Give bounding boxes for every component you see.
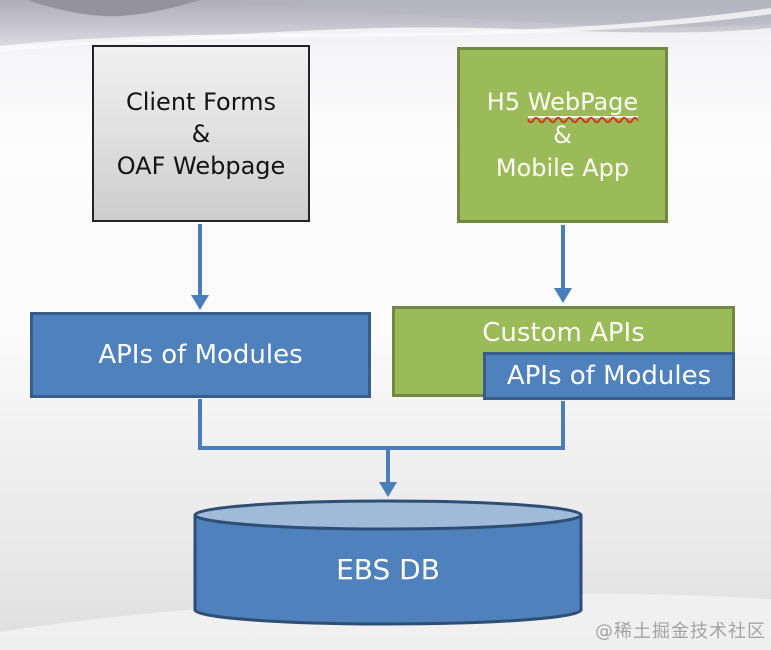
arrow-to-db-head [379,482,397,497]
apis-of-modules-right-label: APIs of Modules [506,361,712,391]
ebs-db-label: EBS DB [336,553,440,586]
top-swoosh-decoration [0,0,771,52]
h5-label-prefix: H5 [486,87,528,116]
arrow-client-to-apis-line [198,224,202,297]
client-forms-line3: OAF Webpage [116,151,286,180]
arrow-client-to-apis-head [191,295,209,310]
webpage-spellcheck-squiggle: WebPage [527,87,639,116]
h5-mobile-line3: Mobile App [495,153,630,182]
apis-of-modules-left-label: APIs of Modules [98,340,303,370]
apis-of-modules-right-box: APIs of Modules [483,352,735,400]
h5-mobile-box: H5 WebPage & Mobile App [457,47,668,223]
connector-horizontal-bar [198,446,565,450]
h5-mobile-line1: H5 WebPage [486,86,639,119]
connector-right-leg [561,401,565,449]
custom-apis-label: Custom APIs [482,318,645,348]
arrow-to-db-line [386,446,390,484]
arrow-h5-to-custom-head [554,288,572,303]
client-forms-line1: Client Forms [125,87,277,116]
webpage-underlined-word: WebPage [527,87,639,118]
ebs-db-cylinder [193,499,583,626]
apis-of-modules-left-box: APIs of Modules [30,312,371,398]
h5-mobile-line2: & [553,120,572,149]
connector-left-leg [198,399,202,449]
client-forms-line2: & [191,119,211,148]
arrow-h5-to-custom-line [561,225,565,289]
client-forms-box: Client Forms & OAF Webpage [92,45,310,222]
watermark: @稀土掘金技术社区 [595,621,766,642]
